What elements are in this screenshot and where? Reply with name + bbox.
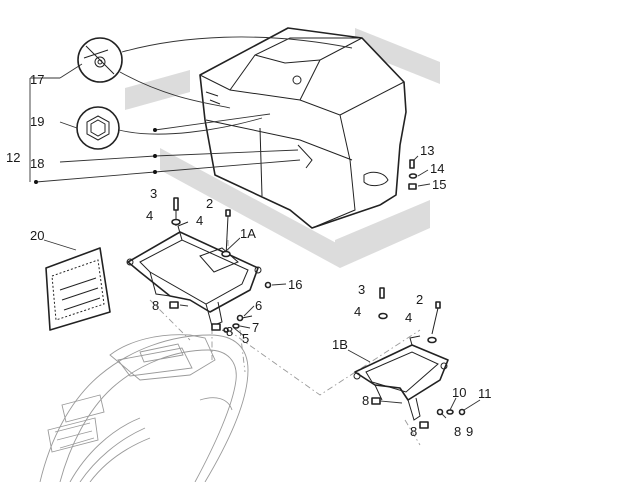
washer-icon xyxy=(446,409,454,415)
callout-13: 13 xyxy=(420,143,434,158)
callout-5: 5 xyxy=(242,331,249,346)
fasteners xyxy=(169,155,481,429)
bolt-icon xyxy=(409,159,415,169)
callout-1a: 1A xyxy=(240,226,256,241)
bolt-icon xyxy=(236,314,244,322)
callout-4-c: 4 xyxy=(354,304,361,319)
bolt-icon xyxy=(435,301,441,309)
callout-16: 16 xyxy=(288,277,302,292)
callout-10: 10 xyxy=(452,385,466,400)
callout-3-b: 3 xyxy=(358,282,365,297)
shadow-planes xyxy=(125,28,440,268)
callout-11: 11 xyxy=(478,386,492,401)
bolt-icon xyxy=(379,287,385,299)
callout-1b: 1B xyxy=(332,337,348,352)
callout-8-c: 8 xyxy=(362,393,369,408)
washer-icon xyxy=(427,336,437,344)
callout-9: 9 xyxy=(466,424,473,439)
callout-19: 19 xyxy=(30,114,44,129)
callout-18: 18 xyxy=(30,156,44,171)
washer-icon xyxy=(408,173,418,179)
lock-cylinder-detail xyxy=(77,36,353,109)
callout-12: 12 xyxy=(6,150,20,165)
callout-4-b: 4 xyxy=(196,213,203,228)
document-bag xyxy=(43,239,111,331)
callout-8-b: 8 xyxy=(226,324,233,339)
callout-2-b: 2 xyxy=(416,292,423,307)
callout-3-a: 3 xyxy=(150,186,157,201)
nut-icon xyxy=(419,421,429,429)
callout-bracket-12 xyxy=(29,63,301,184)
bolt-icon xyxy=(173,197,179,211)
callout-14: 14 xyxy=(430,161,444,176)
washer-icon xyxy=(171,218,181,226)
callout-20: 20 xyxy=(30,228,44,243)
callout-17: 17 xyxy=(30,72,44,87)
washer-icon xyxy=(221,250,231,258)
callout-2-a: 2 xyxy=(206,196,213,211)
bolt-icon xyxy=(458,408,466,416)
bolt-icon xyxy=(264,281,272,289)
bolt-icon xyxy=(225,209,231,217)
nut-icon xyxy=(169,301,179,309)
callout-7: 7 xyxy=(252,320,259,335)
callout-8-a: 8 xyxy=(152,298,159,313)
callout-15: 15 xyxy=(432,177,446,192)
washer-icon xyxy=(232,323,240,329)
callout-labels: 17 19 12 18 20 3 2 4 4 1A 16 8 6 8 7 5 1… xyxy=(6,72,492,439)
scooter-rear-ghost xyxy=(39,334,249,482)
nut-icon xyxy=(371,397,381,405)
washer-icon xyxy=(378,312,388,320)
callout-4-a: 4 xyxy=(146,208,153,223)
callout-8-e: 8 xyxy=(454,424,461,439)
top-case xyxy=(199,27,407,229)
rear-rack-1b xyxy=(347,335,449,421)
callout-8-d: 8 xyxy=(410,424,417,439)
callout-4-d: 4 xyxy=(405,310,412,325)
nut-icon xyxy=(211,323,221,331)
nut-icon xyxy=(408,183,417,190)
callout-6: 6 xyxy=(255,298,262,313)
